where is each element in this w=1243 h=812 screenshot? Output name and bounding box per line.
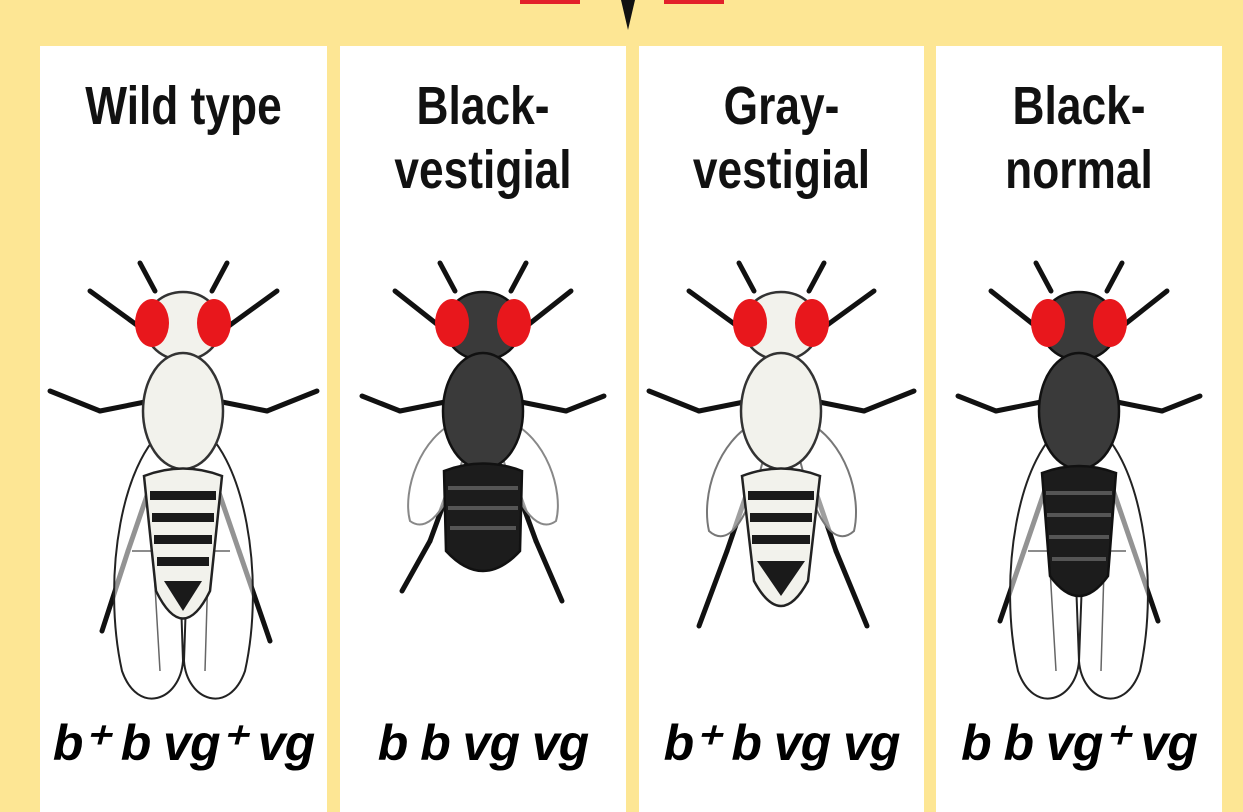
panel-title: Gray- vestigial	[665, 74, 899, 202]
fly-wild-type-illustration	[40, 251, 327, 711]
red-marker-left	[520, 0, 580, 4]
panel-title-line1: Black-	[962, 74, 1197, 138]
panel-title-line2: vestigial	[665, 138, 899, 202]
panel-black-vestigial: Black- vestigial b b vg vg	[340, 46, 626, 812]
panel-title: Black- normal	[962, 74, 1197, 202]
panel-genotype: b⁺ b vg⁺ vg	[40, 714, 327, 772]
fly-gray-vestigial-illustration	[639, 251, 924, 711]
panel-title: Black- vestigial	[366, 74, 601, 202]
panel-genotype: b b vg⁺ vg	[936, 714, 1222, 772]
panel-title-line1: Gray-	[665, 74, 899, 138]
panel-title-line1: Black-	[366, 74, 601, 138]
panel-title-line2: normal	[962, 138, 1197, 202]
down-arrow-icon	[621, 0, 635, 30]
panel-gray-vestigial: Gray- vestigial b⁺ b vg vg	[639, 46, 924, 812]
panel-wild-type: Wild type b⁺ b vg⁺ vg	[40, 46, 327, 812]
top-bar	[0, 0, 1243, 46]
panel-black-normal: Black- normal b b vg⁺ vg	[936, 46, 1222, 812]
panel-genotype: b b vg vg	[340, 714, 626, 772]
red-marker-right	[664, 0, 724, 4]
fly-black-normal-illustration	[936, 251, 1222, 711]
panel-title: Wild type	[66, 74, 301, 138]
panel-title-line2: vestigial	[366, 138, 601, 202]
panel-title-line1: Wild type	[66, 74, 301, 138]
fly-black-vestigial-illustration	[340, 251, 626, 711]
panel-genotype: b⁺ b vg vg	[639, 714, 924, 772]
